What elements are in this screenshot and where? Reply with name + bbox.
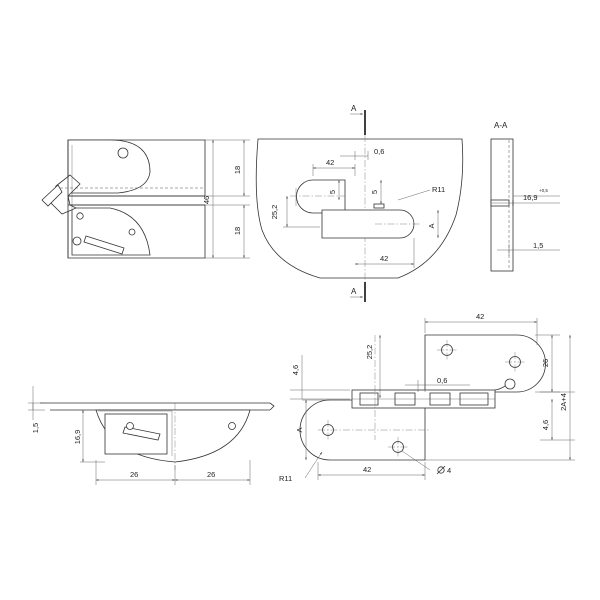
dim-0-6-top: 0,6 [374,147,384,156]
dim-0-6-plan: 0,6 [437,376,447,385]
dim-1-5-top-view: 1,5 [31,423,40,433]
view-section-side: 18 46 18 [41,139,250,259]
dim-4-6-plan-left: 4,6 [291,365,300,375]
dim-a-plan: A [295,427,304,432]
dim-a-top: A [427,223,436,228]
dim-25-2-plan: 25,2 [365,345,374,360]
dim-26-right: 26 [207,470,215,479]
dim-diameter-4: 4 [447,466,451,475]
dim-5-left: 5 [328,190,337,194]
cut-marker-top: A [351,104,357,113]
dim-2a-4-plan: 2A+4 [559,393,568,411]
dim-1-5-section: 1,5 [533,241,543,250]
dim-r11-top: R11 [432,185,445,194]
dim-18-lower: 18 [233,227,242,235]
view-top: 1,5 16,9 26 26 [28,386,275,485]
dim-42-bottom: 42 [380,254,388,263]
view-front: A A 42 0,6 5 5 R11 25,2 A 42 [255,104,464,302]
dim-26-left: 26 [130,470,138,479]
dim-5-right: 5 [370,190,379,194]
view-section-a-a: A-A 16,9 +0,5 1,5 [490,121,560,272]
dim-42-top: 42 [326,158,334,167]
dim-18-upper: 18 [233,166,242,174]
dim-42-plan-top: 42 [476,312,484,321]
dim-r11-plan: R11 [279,474,292,483]
dim-4-6-plan-right: 4,6 [541,420,550,430]
dim-25-2-top: 25,2 [270,205,279,220]
dim-46: 46 [202,196,211,204]
dim-16-9-top-view: 16,9 [73,430,82,445]
section-title: A-A [494,121,508,130]
dim-16-9-tolerance: +0,5 [539,188,548,193]
dim-26-plan: 26 [541,359,550,367]
dim-42-plan-bottom: 42 [363,465,371,474]
view-plan: 42 25,2 26 4,6 0,6 2A+4 A 4,6 R11 42 4 [279,312,575,483]
dim-16-9-section: 16,9 [523,193,538,202]
cut-marker-bottom: A [351,287,357,296]
